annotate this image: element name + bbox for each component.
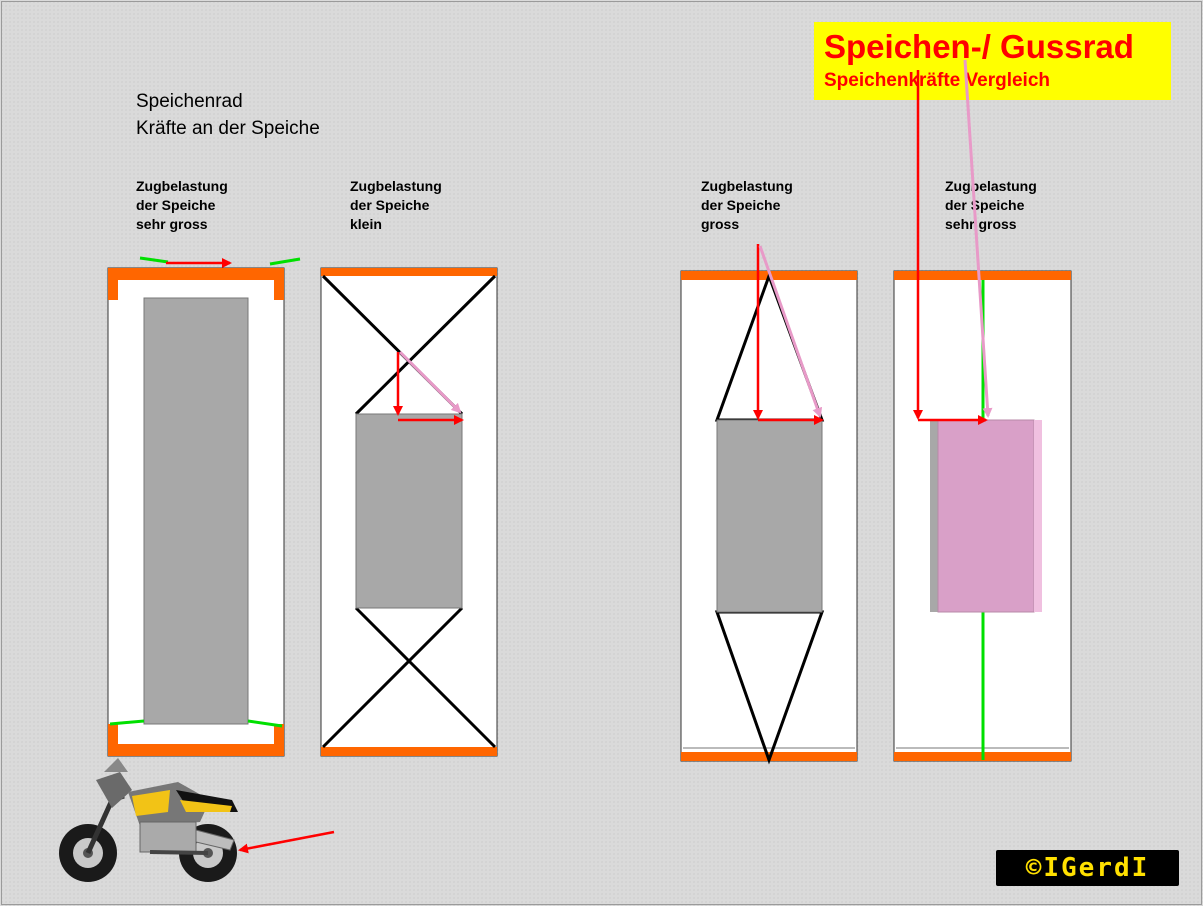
panel-4-label-line-2: der Speiche	[945, 197, 1025, 213]
panel-2-force-arrow-result	[398, 350, 462, 414]
heading-line-1: Speichenrad	[136, 91, 243, 112]
force-arrow-icon	[238, 830, 335, 854]
panel-2-rim-top	[321, 268, 497, 276]
panel-4-cast-block	[937, 419, 1035, 613]
panel-2-diagram	[320, 267, 498, 757]
title-box: Speichen-/ Gussrad Speichenkräfte Vergle…	[814, 22, 1171, 100]
panel-4-label-line-1: Zugbelastung	[945, 178, 1037, 194]
panel-4-rim-top	[894, 271, 1071, 280]
panel-3-hub-block	[716, 419, 823, 613]
panel-2-rim-bottom	[321, 747, 497, 756]
panel-1-hub-block	[143, 297, 249, 725]
panel-1-spoke-top-right	[269, 257, 301, 266]
panel-4-force-arrow-result	[963, 59, 993, 418]
heading-line-2: Kräfte an der Speiche	[136, 118, 320, 139]
panel-1-diagram	[107, 256, 301, 757]
panel-3-label-line-3: gross	[701, 216, 740, 232]
panel-1-spoke-top-left	[139, 256, 169, 264]
panel-2-label-line-1: Zugbelastung	[350, 178, 442, 194]
panel-1-spoke-bottom-right	[247, 719, 283, 728]
panel-1-label-line-1: Zugbelastung	[136, 178, 228, 194]
panel-4-diagram	[893, 59, 1072, 762]
panel-4-label-line-3: sehr gross	[945, 216, 1017, 232]
panel-1-label-line-2: der Speiche	[136, 197, 216, 213]
panel-2-hub-block	[355, 413, 463, 609]
panel-2-label: Zugbelastung der Speiche klein	[350, 177, 442, 234]
slide-subtitle: Speichenkräfte Vergleich	[824, 70, 1050, 91]
panel-3-diagram	[680, 244, 858, 765]
panel-4-label: Zugbelastung der Speiche sehr gross	[945, 177, 1037, 234]
panel-1-label-line-3: sehr gross	[136, 216, 208, 232]
panel-2-spoke-2	[354, 274, 497, 416]
copyright-badge: ©IGerdI	[996, 850, 1179, 886]
heading: Speichenrad Kräfte an der Speiche	[136, 88, 320, 142]
panel-1-label: Zugbelastung der Speiche sehr gross	[136, 177, 228, 234]
panel-1-rim-top	[108, 268, 284, 300]
panel-2-label-line-3: klein	[350, 216, 382, 232]
panel-1-rim-bottom	[108, 724, 284, 756]
panel-3-force-arrow-result	[758, 245, 823, 418]
panel-2-spoke-4	[321, 606, 464, 749]
panel-2-spoke-3	[354, 606, 497, 749]
panel-3-label-line-1: Zugbelastung	[701, 178, 793, 194]
panel-2-label-line-2: der Speiche	[350, 197, 430, 213]
panel-4-cast-block-edge	[1034, 420, 1042, 612]
panel-3-label: Zugbelastung der Speiche gross	[701, 177, 793, 234]
motorcycle-icon	[59, 758, 238, 882]
panel-3-label-line-2: der Speiche	[701, 197, 781, 213]
panel-1-spoke-bottom-left	[109, 719, 145, 726]
slide-title: Speichen-/ Gussrad	[824, 28, 1134, 65]
